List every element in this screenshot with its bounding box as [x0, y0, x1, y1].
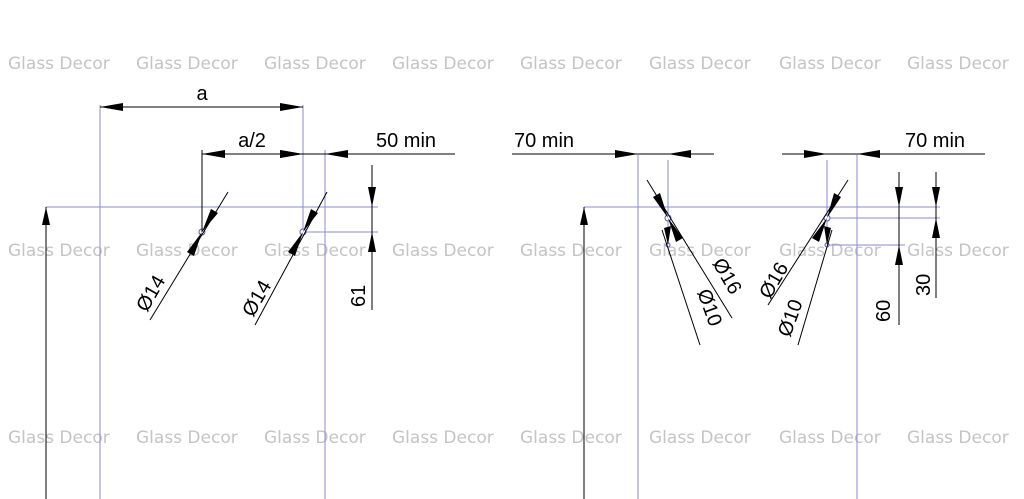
watermark: Glass Decor: [136, 428, 238, 448]
diameter-2-label: Ø14: [238, 277, 276, 321]
watermark: Glass Decor: [520, 428, 622, 448]
dimension-a-half: a/2: [201, 130, 303, 232]
watermark: Glass Decor: [264, 241, 366, 261]
edge-arrow: [42, 207, 50, 499]
dimension-a-half-label: a/2: [238, 130, 266, 152]
dimension-70-min-right: 70 min: [782, 130, 985, 158]
watermark: Glass Decor: [136, 241, 238, 261]
dimension-50-min: 50 min: [268, 130, 455, 158]
watermark-row-top: Glass Decor Glass Decor Glass Decor Glas…: [8, 54, 1009, 74]
watermark: Glass Decor: [649, 241, 751, 261]
watermark: Glass Decor: [392, 241, 494, 261]
watermark: Glass Decor: [8, 241, 110, 261]
right-drawing: 70 min 70 min 60 30 Ø16: [512, 130, 985, 499]
watermark-row-middle: Glass Decor Glass Decor Glass Decor Glas…: [8, 241, 1009, 261]
dimension-30-label: 30: [913, 274, 935, 296]
watermark: Glass Decor: [520, 241, 622, 261]
watermark-row-bottom: Glass Decor Glass Decor Glass Decor Glas…: [8, 428, 1009, 448]
edge-arrow-right: [580, 207, 588, 499]
dimension-61: 61: [348, 165, 376, 310]
dimension-60: 60: [873, 172, 903, 325]
watermark: Glass Decor: [8, 54, 110, 74]
watermark: Glass Decor: [907, 54, 1009, 74]
watermark: Glass Decor: [779, 54, 881, 74]
watermark: Glass Decor: [392, 54, 494, 74]
watermark: Glass Decor: [136, 54, 238, 74]
dimension-61-label: 61: [348, 285, 370, 307]
dimension-a-label: a: [196, 83, 208, 105]
dimension-30: 30: [913, 172, 940, 298]
watermark: Glass Decor: [779, 241, 881, 261]
watermark: Glass Decor: [8, 428, 110, 448]
dimension-70-min-left-label: 70 min: [514, 130, 574, 152]
watermark: Glass Decor: [907, 241, 1009, 261]
diameter-1-label: Ø14: [132, 272, 170, 316]
watermark: Glass Decor: [907, 428, 1009, 448]
watermark: Glass Decor: [649, 54, 751, 74]
dimension-50-min-label: 50 min: [376, 130, 436, 152]
dimension-a: a: [100, 83, 303, 111]
watermark: Glass Decor: [649, 428, 751, 448]
watermark: Glass Decor: [264, 428, 366, 448]
diameter-10-right-label: Ø10: [774, 297, 808, 340]
watermark-layer: Glass Decor Glass Decor Glass Decor Glas…: [8, 54, 1009, 448]
diameter-16-right-label: Ø16: [755, 259, 793, 303]
dimension-70-min-right-label: 70 min: [905, 130, 965, 152]
dimension-60-label: 60: [873, 300, 895, 322]
watermark: Glass Decor: [520, 54, 622, 74]
watermark: Glass Decor: [779, 428, 881, 448]
watermark: Glass Decor: [392, 428, 494, 448]
diameter-10-left-label: Ø10: [692, 286, 726, 329]
dimension-70-min-left: 70 min: [512, 130, 714, 158]
watermark: Glass Decor: [264, 54, 366, 74]
